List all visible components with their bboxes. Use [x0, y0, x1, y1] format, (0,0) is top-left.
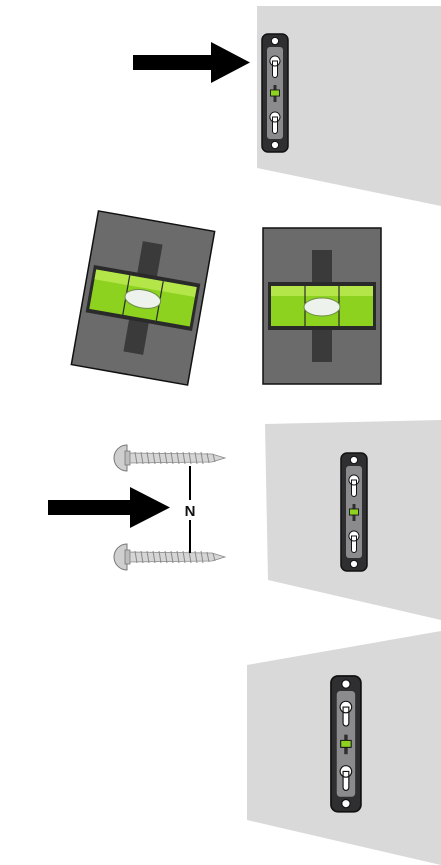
wall-bracket-icon: [330, 675, 362, 813]
screw-icon: [113, 444, 226, 472]
wall-panel-1: [257, 6, 441, 206]
step-3: N: [48, 420, 441, 620]
spacing-label: N: [185, 503, 196, 520]
step-4: [247, 631, 441, 865]
step-1: [133, 6, 441, 206]
arrow-right-icon: [48, 487, 170, 528]
screw-icon: [113, 543, 226, 571]
wall-bracket-icon: [261, 33, 289, 153]
arrow-right-icon: [133, 42, 250, 83]
bubble-level-icon: [262, 227, 382, 385]
step-2: [70, 210, 382, 386]
wall-bracket-icon: [340, 452, 368, 572]
bubble-level-icon: [70, 210, 216, 386]
